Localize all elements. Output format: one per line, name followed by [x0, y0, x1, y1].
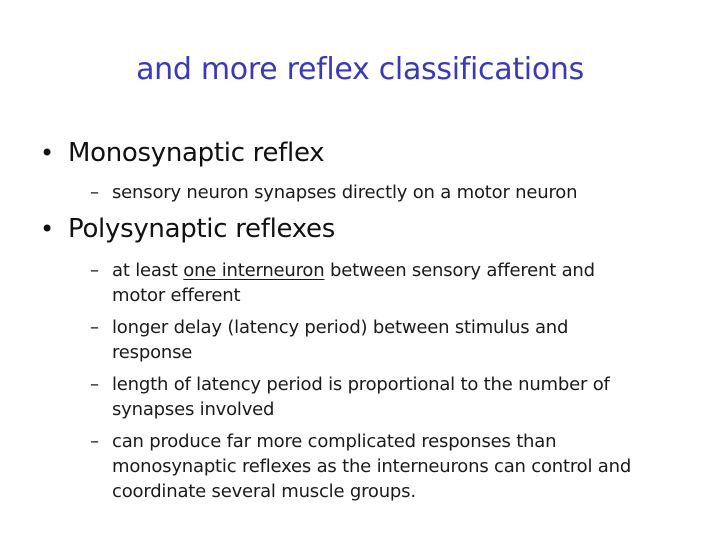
dash-marker: – [90, 431, 99, 452]
slide-title: and more reflex classifications [136, 52, 584, 87]
bullet-marker: • [40, 139, 54, 167]
subitem: – at least one interneuron between senso… [90, 258, 595, 308]
bullet-label: Polysynaptic reflexes [68, 214, 335, 244]
subitem: – length of latency period is proportion… [90, 372, 610, 422]
subitem: – longer delay (latency period) between … [90, 315, 568, 365]
subitem-text-post: between sensory afferent and motor effer… [112, 260, 595, 306]
dash-marker: – [90, 182, 99, 203]
subitem-text: at least one interneuron between sensory… [112, 258, 595, 308]
subitem-text: sensory neuron synapses directly on a mo… [112, 182, 578, 203]
subitem: – sensory neuron synapses directly on a … [90, 180, 577, 205]
subitem-text: length of latency period is proportional… [112, 374, 610, 420]
subitem-text: longer delay (latency period) between st… [112, 317, 569, 363]
subitem-text: can produce far more complicated respons… [112, 431, 632, 502]
bullet-label: Monosynaptic reflex [68, 138, 325, 168]
dash-marker: – [90, 260, 99, 281]
dash-marker: – [90, 317, 99, 338]
bullet-marker: • [40, 215, 54, 243]
dash-marker: – [90, 374, 99, 395]
subitem-text-pre: at least [112, 260, 184, 281]
bullet-monosynaptic: • Monosynaptic reflex [40, 138, 325, 168]
bullet-polysynaptic: • Polysynaptic reflexes [40, 214, 335, 244]
subitem: – can produce far more complicated respo… [90, 429, 631, 504]
underlined-term: one interneuron [183, 260, 325, 281]
